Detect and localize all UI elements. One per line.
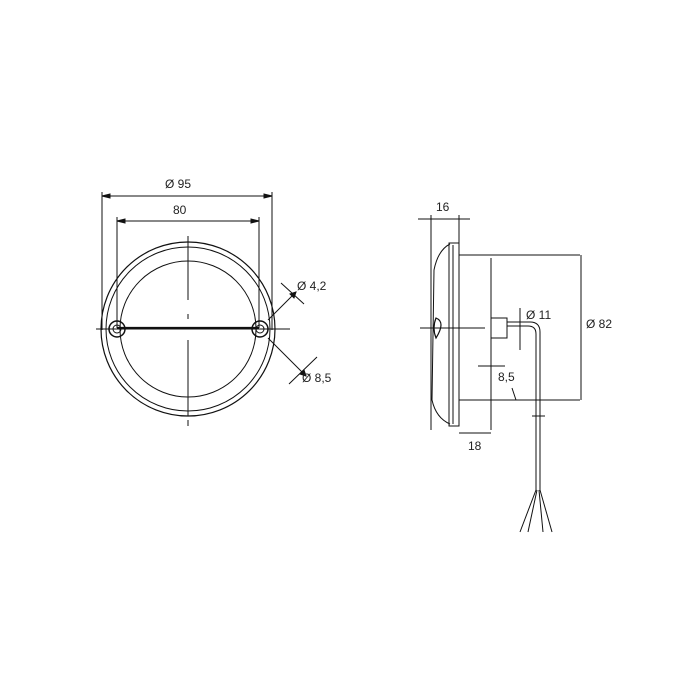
label-outer-diameter: Ø 95 <box>165 177 191 191</box>
side-view <box>418 215 582 533</box>
label-body-diameter: Ø 82 <box>586 317 612 331</box>
front-view <box>96 192 318 426</box>
label-body-depth: 18 <box>468 439 482 453</box>
label-boss-diameter: Ø 8,5 <box>302 371 332 385</box>
label-cable-gland-diameter: Ø 11 <box>526 308 551 322</box>
label-cable-offset: 8,5 <box>498 370 515 384</box>
label-flange-depth: 16 <box>436 200 450 214</box>
label-hole-spacing: 80 <box>173 203 187 217</box>
label-hole-diameter: Ø 4,2 <box>297 279 327 293</box>
